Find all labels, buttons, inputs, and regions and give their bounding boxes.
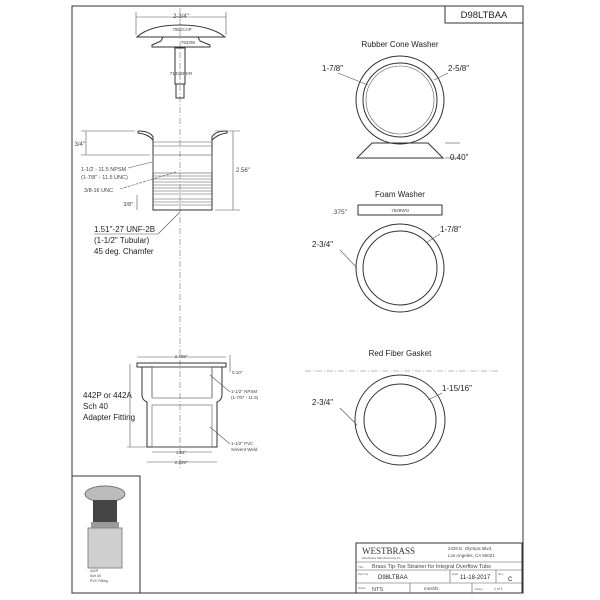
product-photo: 442P Sch 40 PVC Fitting: [71, 475, 141, 594]
scale: NTS: [372, 587, 383, 593]
drawing-title: Brass Tip-Toe Strainer for Integral Over…: [372, 564, 491, 570]
address-1: 2420 E. Olympic Blvd.: [448, 546, 492, 551]
overall-height-dim: 2.56": [236, 168, 250, 174]
adapter-socket-2: Solvent Weld: [231, 447, 258, 452]
adapter-top-width: 2.799": [175, 354, 188, 359]
stem-part: 7133BRKR: [170, 71, 193, 76]
company-logo: WESTBRASS: [362, 546, 415, 556]
washer-part: 7933W: [181, 40, 196, 45]
company-sub: Westbrass Manufacturing Inc.: [362, 556, 402, 560]
date: 11-18-2017: [460, 575, 491, 581]
cap-part: 7982CAP: [172, 27, 191, 32]
adapter-socket-1: 1-1/2" PVC: [231, 441, 254, 446]
adapter-label-1: 442P or 442A: [83, 391, 132, 400]
rev-label: Rev: [498, 572, 504, 576]
bottom-height-dim: 3/8": [123, 202, 133, 208]
drawing-number: D98LTBAA: [461, 10, 508, 21]
scale-label: Scale: [358, 586, 366, 590]
rubber-cone-washer-title: Rubber Cone Washer: [361, 40, 438, 49]
adapter-thread-1: 1-1/2" NPSM: [231, 389, 257, 394]
thread-stem: 3/8-16 UNC: [84, 188, 113, 194]
part-label: Part No.: [358, 572, 369, 576]
rubber-inner-dim: 1-7/8": [322, 64, 343, 73]
title-block: WESTBRASS Westbrass Manufacturing Inc. 2…: [355, 542, 523, 594]
photo-label-1: 442P: [90, 569, 99, 573]
flange-height-dim: 3/4": [75, 142, 85, 148]
adapter-flange: 0.10": [232, 370, 243, 375]
rubber-thickness-dim: 0.40": [450, 153, 469, 162]
gasket-title: Red Fiber Gasket: [369, 349, 432, 358]
rubber-cone-washer: Rubber Cone Washer 1-7/8" 2-5/8" 0.40": [322, 40, 469, 162]
foam-thickness-dim: .375": [332, 209, 348, 216]
foam-outer-dim: 2-3/4": [312, 240, 333, 249]
strainer-cap: 2-3/4" 7982CAP 7933W 7133BRKR: [135, 12, 227, 99]
chamfer-note: 45 deg. Chamfer: [94, 247, 154, 256]
strainer-body: 3/4" 2.56" 1-1/2 - 11.5 NPSM (1-7/8" - 1…: [75, 130, 250, 256]
foam-inner-dim: 1-7/8": [440, 225, 461, 234]
rubber-outer-dim: 2-5/8": [448, 64, 469, 73]
thread-alt: (1-7/8" - 11.5 UNC): [81, 175, 128, 181]
gasket-outer-dim: 2-3/4": [312, 398, 333, 407]
sheet: 1 of 1: [494, 587, 503, 591]
revision: C: [508, 577, 513, 583]
drawn-by: mnshfs: [424, 586, 439, 591]
adapter-outer-width: 2.225": [175, 460, 188, 465]
date-label: Date: [452, 572, 459, 576]
title-label: Title: [358, 565, 364, 569]
cap-width-dim: 2-3/4": [173, 14, 189, 20]
drawing-number-box: [444, 5, 524, 24]
foam-washer: Foam Washer 7928WN .375" 2-3/4" 1-7/8": [312, 190, 461, 313]
red-fiber-gasket: Red Fiber Gasket 2-3/4" 1-15/16": [305, 349, 500, 466]
address-2: Los Angeles, CA 90021: [448, 553, 495, 558]
gasket-inner-dim: 1-15/16": [442, 384, 472, 393]
drawing-frame: [71, 5, 524, 594]
adapter-label-2: Sch 40: [83, 402, 108, 411]
sheet-label: Sheet: [475, 587, 483, 591]
photo-label-2: Sch 40: [90, 574, 101, 578]
adapter-label-3: Adapter Fitting: [83, 413, 135, 422]
foam-part: 7928WN: [391, 208, 409, 213]
part-number: D98LTBAA: [378, 575, 408, 581]
photo-label-3: PVC Fitting: [90, 579, 108, 583]
thread-main: 1-1/2 - 11.5 NPSM: [81, 167, 127, 173]
foam-washer-title: Foam Washer: [375, 190, 425, 199]
thread-bottom: 1.51"-27 UNF-2B: [94, 225, 155, 234]
adapter-fitting: 2.799" 0.10" 1-1/2" NPSM (1-7/8" - 11.5)…: [83, 354, 259, 465]
adapter-inner-width: 1.91": [176, 450, 187, 455]
thread-bottom-note: (1-1/2" Tubular): [94, 236, 150, 245]
adapter-thread-2: (1-7/8" - 11.5): [231, 395, 259, 400]
